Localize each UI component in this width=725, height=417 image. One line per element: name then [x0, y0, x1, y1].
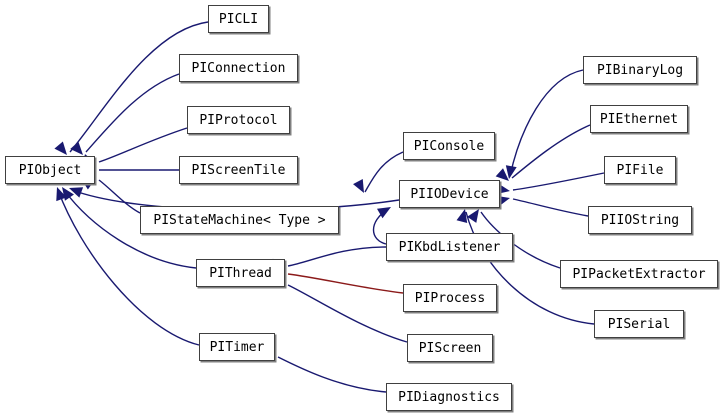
class-node-piiostring[interactable]: PIIOString — [588, 206, 692, 234]
class-node-piconnection[interactable]: PIConnection — [179, 54, 298, 82]
class-node-label: PIProcess — [414, 290, 486, 306]
class-node-label: PIEthernet — [599, 111, 679, 127]
class-node-pithread[interactable]: PIThread — [196, 259, 285, 287]
class-node-label: PICLI — [218, 11, 259, 27]
class-node-pipacketextractor[interactable]: PIPacketExtractor — [560, 260, 718, 288]
class-node-pistatemachine[interactable]: PIStateMachine< Type > — [140, 206, 339, 234]
class-node-label: PIKbdListener — [398, 239, 501, 255]
class-node-label: PIIODevice — [410, 186, 489, 202]
class-node-label: PIStateMachine< Type > — [153, 212, 326, 228]
class-node-pitimer[interactable]: PITimer — [199, 333, 275, 361]
class-node-pifile[interactable]: PIFile — [604, 156, 676, 184]
class-node-label: PIProtocol — [199, 112, 278, 128]
class-node-piprocess[interactable]: PIProcess — [403, 284, 497, 312]
class-node-piobject[interactable]: PIObject — [5, 156, 95, 184]
class-node-pidiagnostics[interactable]: PIDiagnostics — [386, 383, 512, 411]
class-node-label: PITimer — [209, 339, 265, 355]
class-node-piscreentile[interactable]: PIScreenTile — [179, 156, 298, 184]
class-node-label: PIDiagnostics — [398, 389, 500, 405]
class-node-label: PIThread — [209, 265, 272, 281]
class-node-pibinarylog[interactable]: PIBinaryLog — [583, 56, 697, 84]
class-node-pikbdlistener[interactable]: PIKbdListener — [386, 233, 513, 261]
class-node-piscreen[interactable]: PIScreen — [407, 334, 493, 362]
class-node-label: PIScreenTile — [191, 162, 286, 178]
class-node-piserial[interactable]: PISerial — [594, 310, 684, 338]
class-node-piethernet[interactable]: PIEthernet — [590, 105, 688, 133]
class-node-label: PIBinaryLog — [596, 62, 684, 78]
class-node-label: PIConsole — [413, 138, 485, 154]
class-node-piconsole[interactable]: PIConsole — [403, 132, 495, 160]
class-node-label: PISerial — [607, 316, 671, 332]
class-node-piiodevice[interactable]: PIIODevice — [399, 180, 500, 208]
class-node-label: PIPacketExtractor — [572, 266, 706, 282]
class-node-picli[interactable]: PICLI — [208, 5, 269, 33]
class-node-label: PIConnection — [191, 60, 286, 76]
class-node-label: PIObject — [18, 162, 82, 178]
class-node-piprotocol[interactable]: PIProtocol — [187, 106, 290, 134]
class-node-label: PIIOString — [600, 212, 680, 228]
class-node-label: PIScreen — [418, 340, 482, 356]
class-node-label: PIFile — [616, 162, 664, 178]
